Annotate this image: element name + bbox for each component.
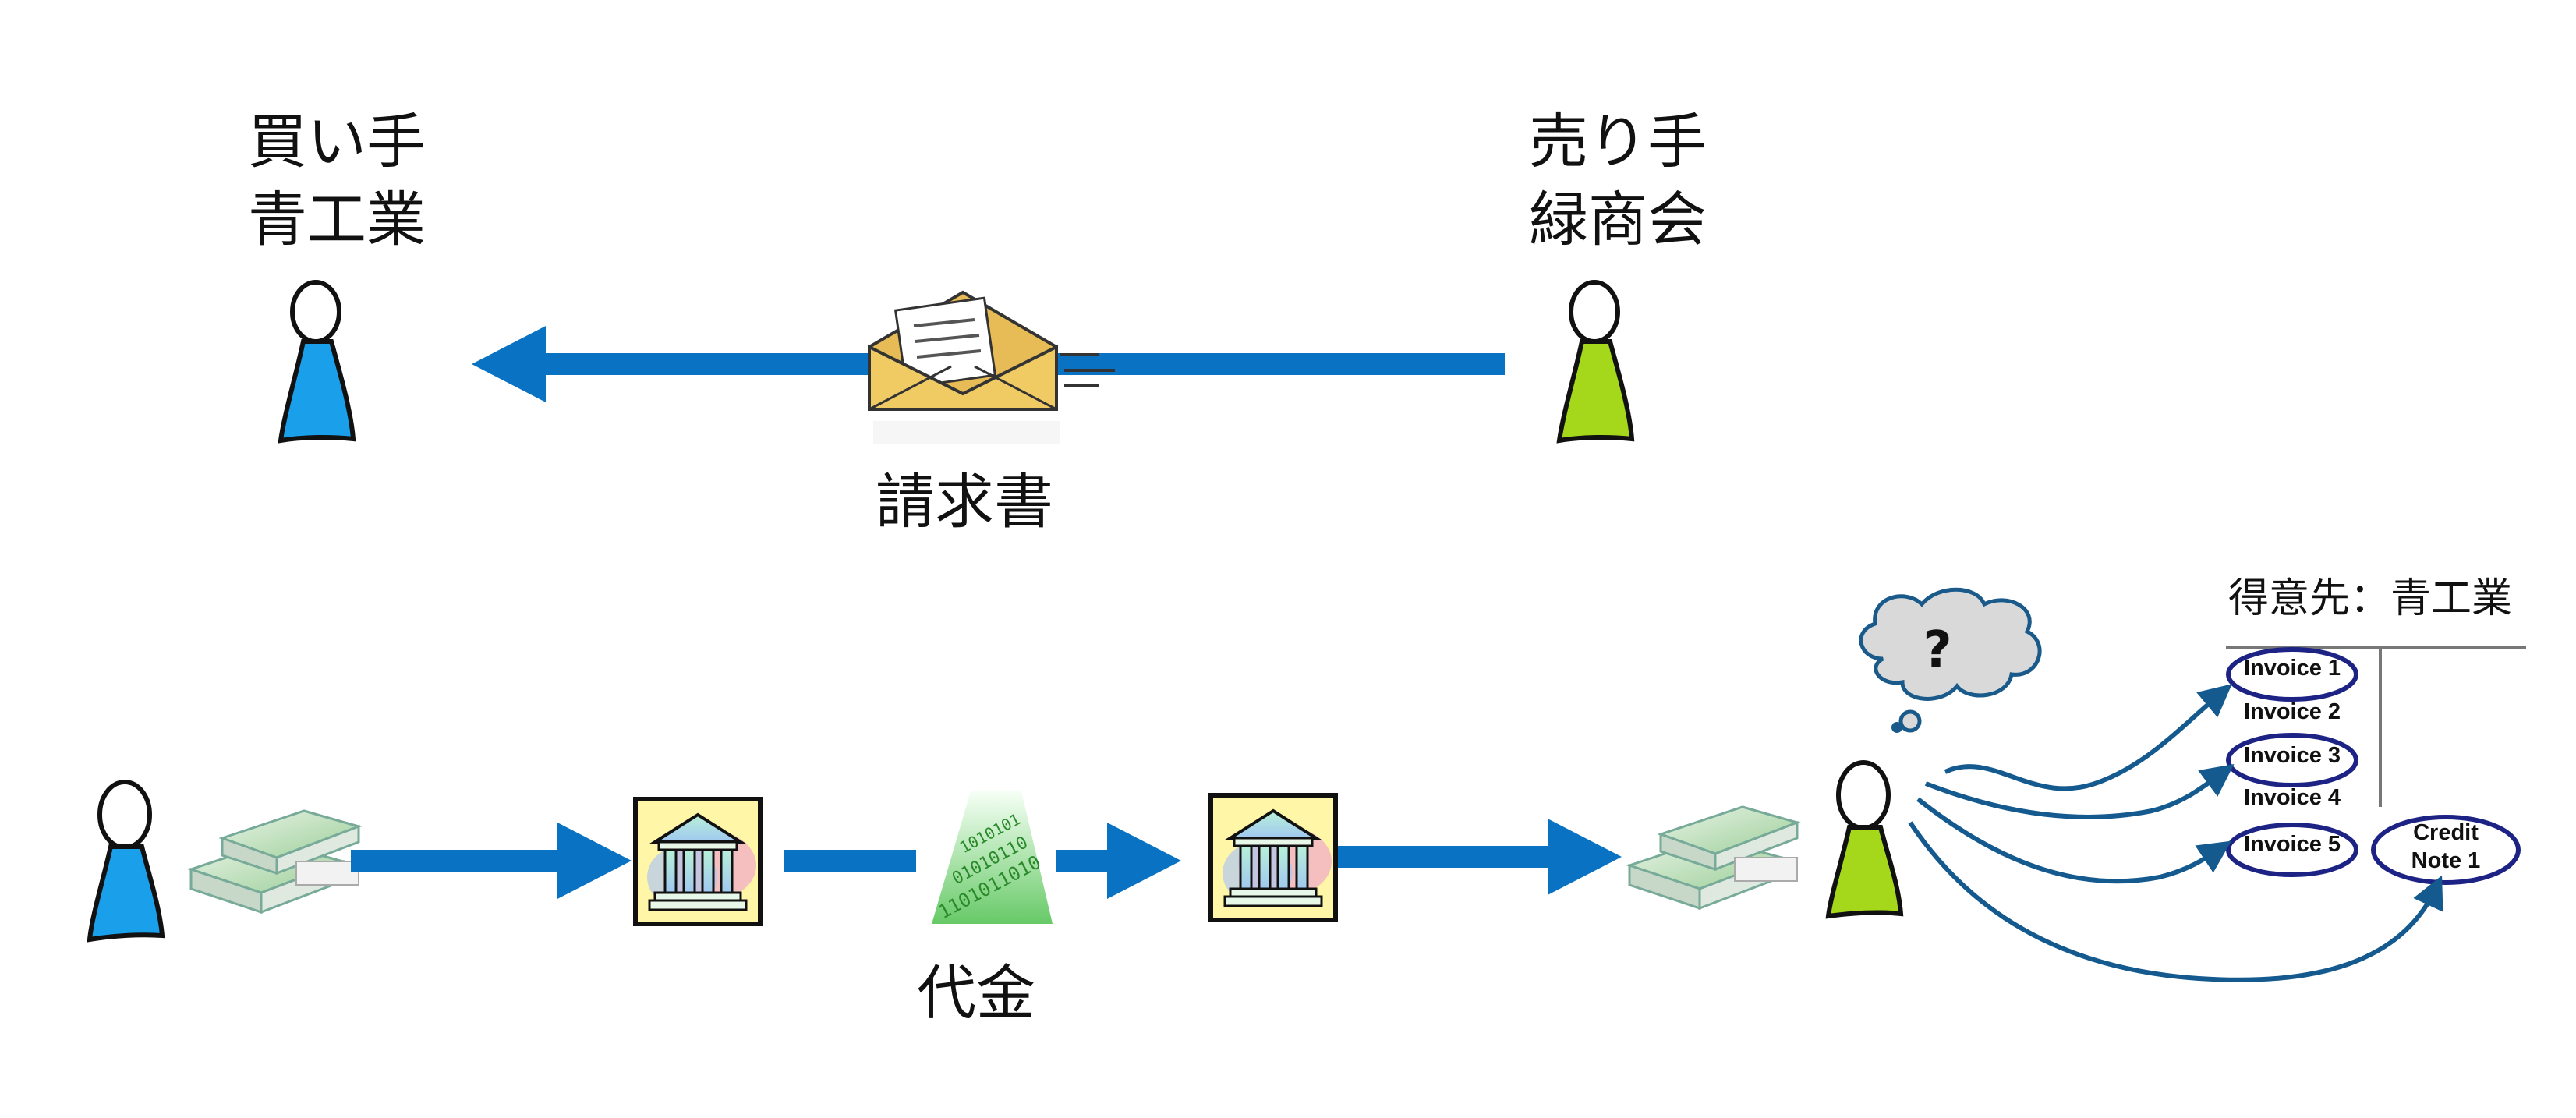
buyer-role-text: 買い手: [248, 107, 426, 176]
envelope-icon: [868, 290, 1115, 444]
match-arrow-invoice-3: [1924, 763, 2235, 819]
payment-arrow-1: [351, 823, 632, 899]
payment-arrow-2: [784, 850, 916, 872]
bank-icon: [1208, 793, 1338, 922]
buyer-person-icon: [87, 780, 165, 943]
seller-name-text: 緑商会: [1529, 185, 1707, 254]
invoice-label: 請求書: [876, 467, 1053, 536]
seller-person-icon: [1825, 760, 1904, 919]
invoice-4: Invoice 4: [2244, 785, 2341, 810]
invoice-2: Invoice 2: [2244, 699, 2341, 724]
money-stack-icon: [187, 809, 363, 915]
match-arrow-invoice-1: [1944, 684, 2232, 791]
ledger-title: 得意先：青工業: [2228, 575, 2512, 622]
invoice-3: Invoice 3: [2244, 743, 2341, 768]
match-arrow-credit-note: [1908, 821, 2443, 982]
payment-label: 代金: [917, 958, 1035, 1028]
bank-icon: [633, 797, 763, 926]
buyer-name-text: 青工業: [248, 185, 426, 254]
seller-person-icon: [1556, 280, 1635, 444]
matching-arrows: [1908, 684, 2443, 982]
binary-data-icon: 1010101 01010110 1101011010: [932, 791, 1053, 924]
thought-cloud-icon: ?: [1859, 587, 2042, 733]
question-mark: ?: [1923, 621, 1951, 679]
payment-arrow-3: [1056, 823, 1181, 899]
seller-label: 売り手 緑商会: [1529, 107, 1707, 254]
credit-note-line-1: Credit: [2413, 820, 2479, 845]
invoice-5: Invoice 5: [2244, 832, 2341, 857]
buyer-person-icon: [278, 280, 356, 444]
credit-note-highlight: [2371, 815, 2521, 885]
payment-arrow-4: [1337, 819, 1622, 895]
credit-note-line-2: Note 1: [2411, 848, 2481, 873]
buyer-label: 買い手 青工業: [248, 107, 426, 254]
money-stack-icon: [1626, 805, 1801, 911]
invoice-1: Invoice 1: [2244, 656, 2341, 681]
seller-role-text: 売り手: [1529, 107, 1707, 176]
customer-ledger: 得意先：青工業 Invoice 1 Invoice 2 Invoice 3 In…: [2226, 575, 2526, 885]
match-arrow-invoice-5: [1916, 797, 2231, 884]
invoice-1-highlight: [2226, 647, 2358, 702]
invoice-3-highlight: [2226, 733, 2358, 787]
